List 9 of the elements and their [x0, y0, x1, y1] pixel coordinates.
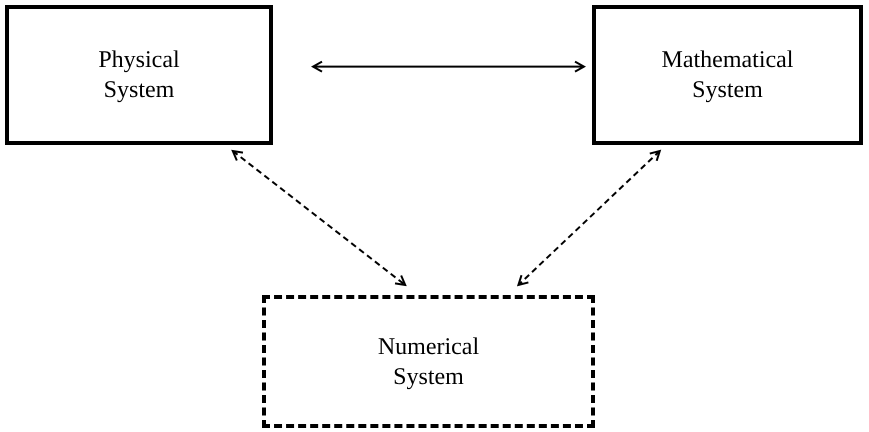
- dashed-double-arrow: [232, 150, 406, 286]
- box-label: Numerical System: [376, 332, 480, 392]
- process-box: [5, 5, 273, 145]
- process-box: [592, 5, 863, 145]
- double-arrow: [312, 60, 585, 73]
- box-label: Mathematical System: [660, 46, 794, 105]
- dashed-box: [262, 295, 595, 428]
- box-label: Physical System: [97, 46, 181, 105]
- dashed-double-arrow: [517, 150, 661, 286]
